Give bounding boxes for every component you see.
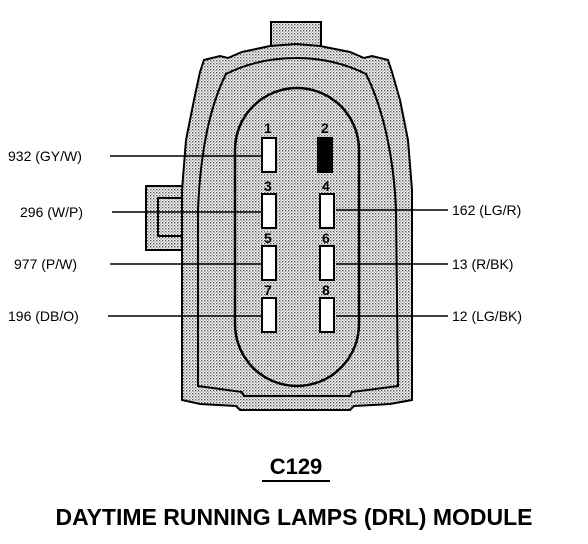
pin-1-terminal xyxy=(261,137,277,173)
pin-5-terminal xyxy=(261,245,277,281)
pin-3-number: 3 xyxy=(264,178,272,194)
pin-7-number: 7 xyxy=(264,282,272,298)
pin-6-terminal xyxy=(319,245,335,281)
wire-label-pin-8: 12 (LG/BK) xyxy=(452,308,522,324)
pin-1-number: 1 xyxy=(264,120,272,136)
connector-side-key-inner xyxy=(157,197,188,237)
pin-2-terminal xyxy=(317,137,333,173)
connector-id: C129 xyxy=(270,454,323,479)
module-title: DAYTIME RUNNING LAMPS (DRL) MODULE xyxy=(55,504,532,530)
wire-label-pin-1: 932 (GY/W) xyxy=(8,148,82,164)
pin-8-number: 8 xyxy=(322,282,330,298)
wire-label-pin-7: 196 (DB/O) xyxy=(8,308,79,324)
wire-label-pin-6: 13 (R/BK) xyxy=(452,256,513,272)
wire-label-pin-4: 162 (LG/R) xyxy=(452,202,521,218)
pin-8-terminal xyxy=(319,297,335,333)
wire-leaders xyxy=(108,155,448,317)
pin-2-number: 2 xyxy=(321,120,329,136)
pin-7-terminal xyxy=(261,297,277,333)
pin-6-number: 6 xyxy=(322,230,330,246)
pin-5-number: 5 xyxy=(264,230,272,246)
pin-4-terminal xyxy=(319,193,335,229)
wire-label-pin-3: 296 (W/P) xyxy=(20,204,83,220)
pin-4-number: 4 xyxy=(322,178,330,194)
pin-3-terminal xyxy=(261,193,277,229)
pin-cavity-oval xyxy=(233,86,361,388)
wire-label-pin-5: 977 (P/W) xyxy=(14,256,77,272)
